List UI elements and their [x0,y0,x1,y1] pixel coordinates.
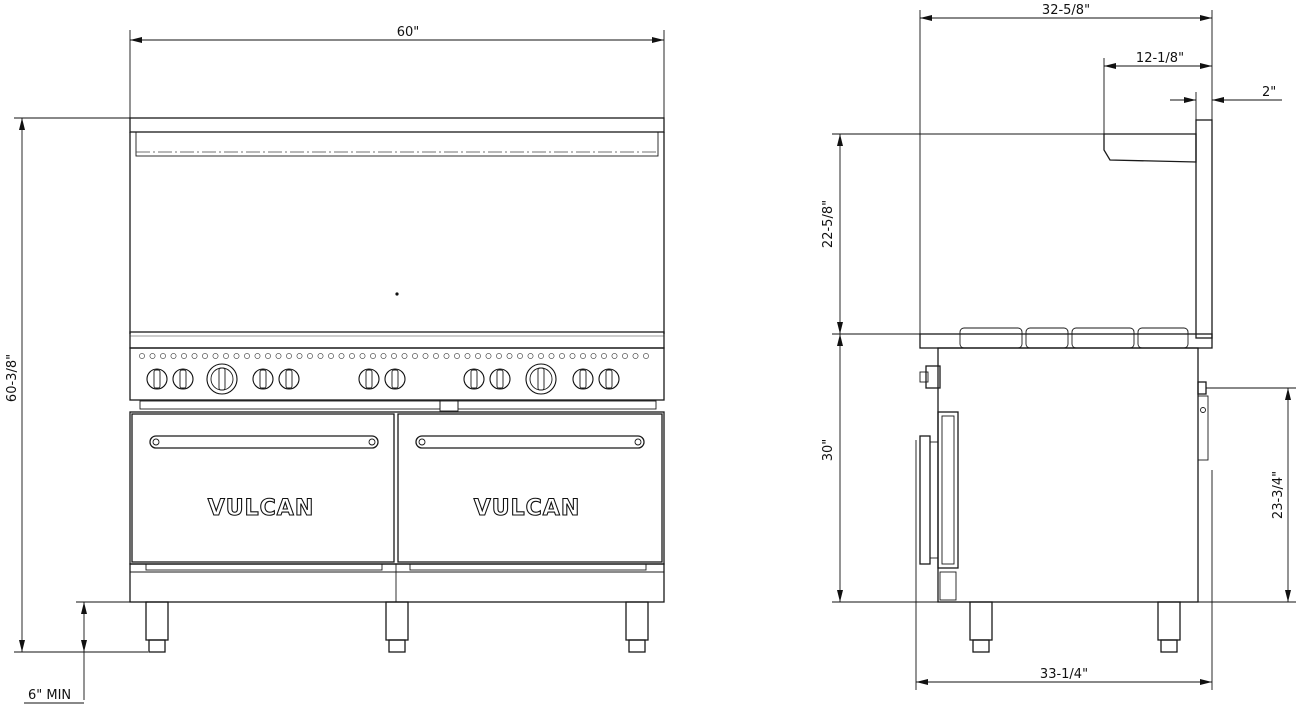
pilot-hole [601,353,607,359]
pilot-hole [412,353,418,359]
left-oven-door [131,413,395,563]
pilot-hole [422,353,429,359]
pilot-holes [139,353,649,359]
left-vulcan-logo: VULCAN [208,496,315,521]
front-dimensions: 60" 60-3/8" 6" MIN [5,25,665,704]
pilot-hole [622,353,628,359]
oven-thermostat-knob [525,363,557,395]
pilot-hole [611,353,618,359]
burner-knob [278,368,300,390]
pilot-hole [160,353,166,359]
pilot-hole [370,353,376,359]
pilot-hole [580,353,586,359]
dim-leg-clearance: 6" MIN [28,688,71,703]
pilot-hole [307,353,313,359]
side-shelf [1103,133,1197,163]
pilot-hole [275,353,282,359]
dim-overall-height: 60-3/8" [5,354,20,402]
burner-knob [172,368,194,390]
pilot-hole [632,353,639,359]
pilot-hole [643,353,649,359]
pilot-hole [170,353,177,359]
burner-knob [146,368,168,390]
pilot-hole [433,353,439,359]
back-riser [1195,119,1213,339]
pilot-hole [496,353,502,359]
burner-knob [252,368,274,390]
pilot-hole [548,353,555,359]
pilot-hole [244,353,250,359]
burner-knob [489,368,511,390]
pilot-hole [254,353,261,359]
pilot-hole [296,353,303,359]
dim-backriser-height: 22-5/8" [821,200,836,248]
pilot-hole [233,353,240,359]
burner-knob [384,368,406,390]
pilot-hole [391,353,397,359]
pilot-hole [328,353,334,359]
pilot-hole [559,353,565,359]
pilot-hole [191,353,198,359]
dim-depth-top: 32-5/8" [1042,3,1090,18]
pilot-hole [401,353,408,359]
dim-back-offset: 2" [1262,85,1276,100]
pilot-hole [485,353,492,359]
pilot-hole [202,353,208,359]
dim-shelf-depth: 12-1/8" [1136,51,1184,66]
pilot-hole [569,353,576,359]
pilot-hole [181,353,187,359]
pilot-hole [359,353,366,359]
pilot-hole [475,353,481,359]
pilot-hole [338,353,345,359]
right-vulcan-logo: VULCAN [474,496,581,521]
pilot-hole [265,353,271,359]
pilot-hole [527,353,534,359]
dim-oven-height: 23-3/4" [1271,471,1286,519]
side-legs [969,601,1181,653]
pilot-hole [443,353,450,359]
pilot-hole [464,353,471,359]
side-view [919,119,1213,653]
side-dimensions: 32-5/8" 12-1/8" 2" 22-5/8" 30" 23-3 [821,3,1296,690]
burner-knob [358,368,380,390]
pilot-hole [139,353,145,359]
pilot-hole [590,353,597,359]
control-panel [129,347,665,401]
pilot-hole [538,353,544,359]
pilot-hole [349,353,355,359]
control-knobs [146,363,620,395]
pilot-hole [223,353,229,359]
pilot-hole [517,353,523,359]
front-legs [145,601,649,653]
dim-overall-width: 60" [397,25,420,40]
side-body [937,347,1199,603]
dim-working-height: 30" [821,439,836,462]
left-door-handle [149,435,379,449]
burner-knob [463,368,485,390]
pilot-hole [212,353,219,359]
pilot-hole [317,353,324,359]
center-mark [395,292,399,296]
pilot-hole [506,353,513,359]
right-door-handle [415,435,645,449]
pilot-hole [380,353,387,359]
oven-thermostat-knob [206,363,238,395]
dim-depth-bottom: 33-1/4" [1040,667,1088,682]
burner-knob [572,368,594,390]
pilot-hole [454,353,460,359]
pilot-hole [149,353,156,359]
front-view: VULCAN VULCAN [129,117,665,653]
burner-knob [598,368,620,390]
side-door-handle [919,435,931,565]
right-oven-door [397,413,663,563]
pilot-hole [286,353,292,359]
